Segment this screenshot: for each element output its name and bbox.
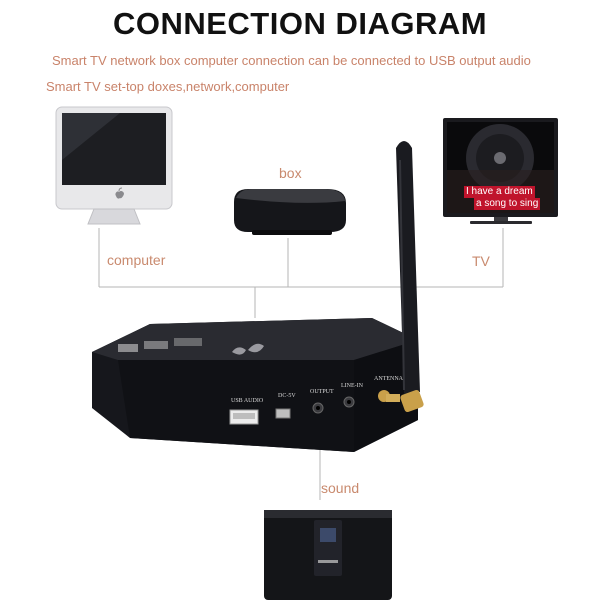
speaker-icon <box>264 510 392 600</box>
tv-lyrics-line-1: I have a dream <box>464 186 535 198</box>
port-label-output: OUTPUT <box>310 389 334 395</box>
port-label-usb-audio: USB AUDIO <box>231 398 264 404</box>
page-title: CONNECTION DIAGRAM <box>112 6 488 41</box>
audio-hub-device <box>92 318 418 452</box>
computer-icon <box>55 106 173 225</box>
computer-label: computer <box>107 252 166 268</box>
tv-lyrics-line-2: a song to sing <box>474 198 541 210</box>
box-label: box <box>279 165 302 181</box>
port-label-dc: DC-5V <box>278 393 296 399</box>
box-icon <box>234 189 346 235</box>
subtitle-line-2: Smart TV set-top doxes,network,computer <box>46 79 290 94</box>
subtitle-line-1: Smart TV network box computer connection… <box>52 53 531 68</box>
port-label-antenna: ANTENNA <box>374 376 403 382</box>
antenna-icon <box>386 141 424 413</box>
port-label-line-in: LINE-IN <box>341 383 363 389</box>
sound-label: sound <box>321 480 360 496</box>
tv-label: TV <box>472 253 490 269</box>
